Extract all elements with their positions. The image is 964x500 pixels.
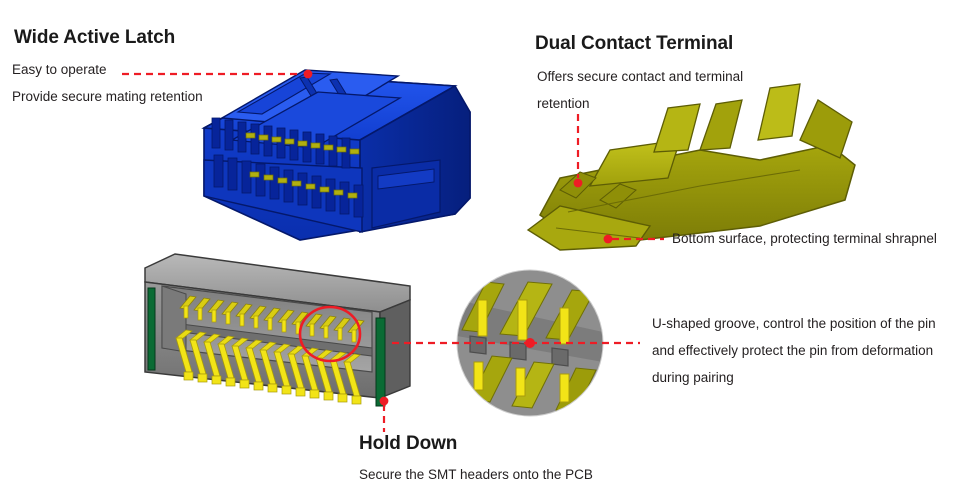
wide-active-latch-title: Wide Active Latch	[14, 27, 176, 48]
header-pin-row-lower	[175, 329, 362, 405]
bottom-surface-callout: Bottom surface, protecting terminal shra…	[672, 231, 937, 246]
marker-wide-active-latch	[303, 69, 313, 79]
callout-leaders	[122, 69, 664, 432]
marker-hold-down	[379, 396, 389, 406]
u-groove-line-1: U-shaped groove, control the position of…	[652, 316, 936, 331]
marker-bottom-surface	[603, 234, 613, 244]
marker-u-groove	[525, 338, 535, 348]
hold-down-title: Hold Down	[359, 433, 458, 454]
housing-cavity-rows	[211, 117, 364, 218]
u-groove-line-3: during pairing	[652, 370, 734, 385]
dual-contact-terminal-desc-line-1: Offers secure contact and terminal	[537, 69, 744, 84]
wide-active-latch-bullet-1: Easy to operate	[12, 62, 107, 77]
dual-contact-terminal-title: Dual Contact Terminal	[535, 33, 734, 54]
dual-contact-terminal-desc-line-2: retention	[537, 96, 590, 111]
wide-active-latch-bullet-2: Provide secure mating retention	[12, 89, 203, 104]
detail-inset-figure	[456, 269, 604, 417]
hold-down-tab-left	[147, 287, 156, 371]
u-groove-line-2: and effectively protect the pin from def…	[652, 343, 934, 358]
highlight-circle-u-groove	[298, 305, 362, 363]
header-pin-row-upper	[179, 295, 365, 343]
hold-down-tab-right	[375, 317, 386, 407]
marker-dual-contact-terminal	[573, 178, 583, 188]
hold-down-description: Secure the SMT headers onto the PCB	[359, 467, 593, 482]
blue-housing-figure	[201, 69, 471, 241]
smt-header-figure	[144, 253, 411, 407]
u-groove-description: U-shaped groove, control the position of…	[652, 310, 952, 391]
